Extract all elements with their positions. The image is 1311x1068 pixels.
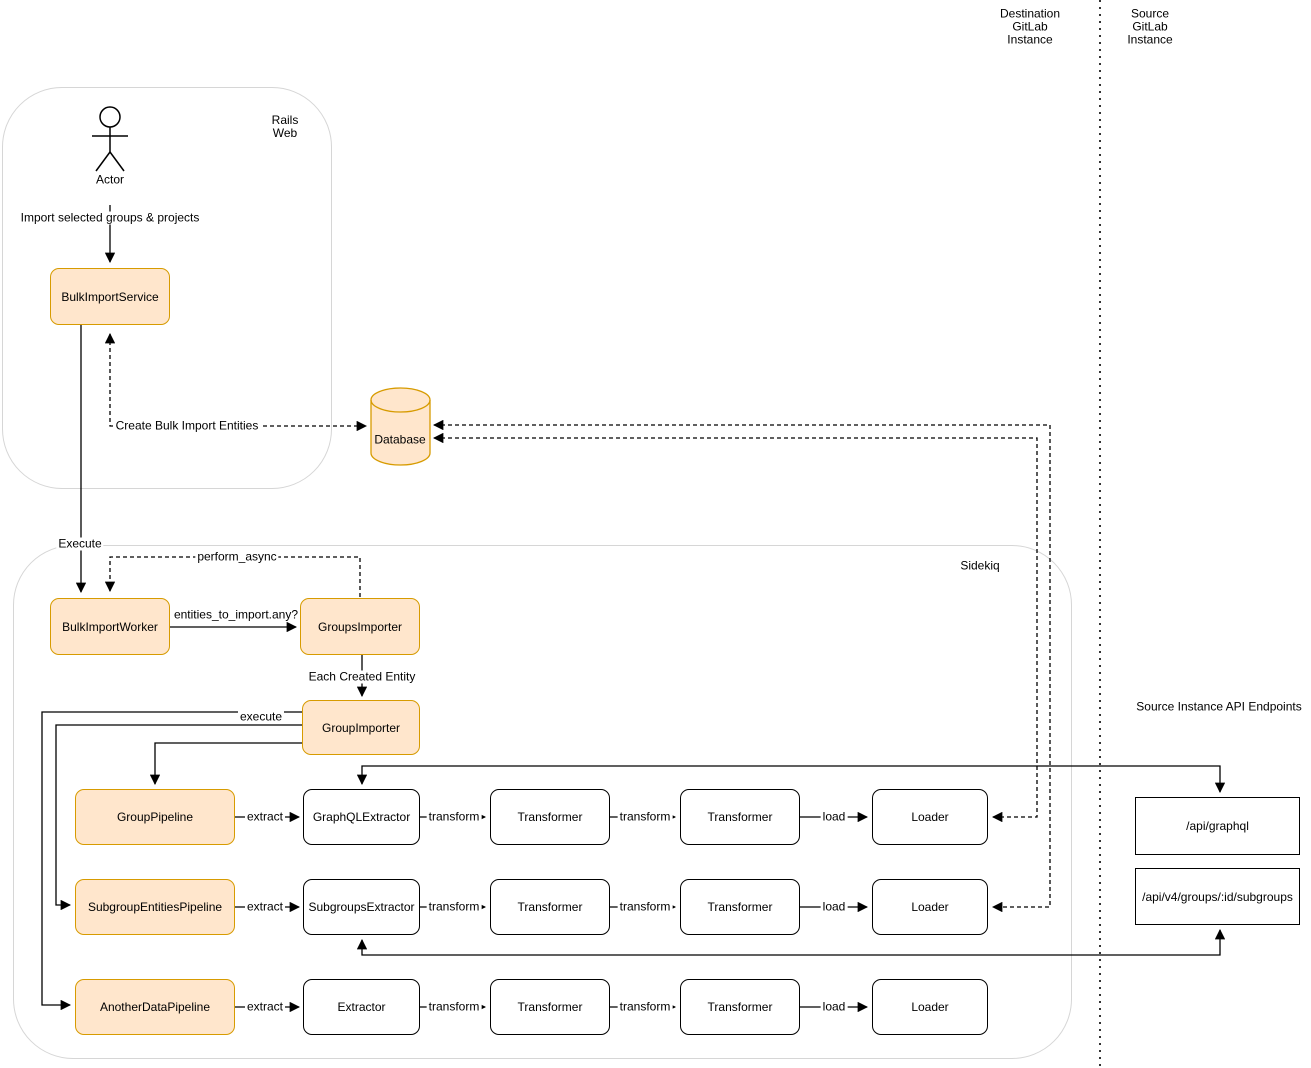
node-api-graphql-endpoint: /api/graphql bbox=[1135, 797, 1300, 855]
edge-label-execute-pipeline: execute bbox=[237, 709, 285, 724]
edge-label-transform-1a: transform bbox=[426, 809, 482, 824]
node-extractor: Extractor bbox=[303, 979, 420, 1035]
actor-icon bbox=[92, 106, 128, 172]
edge-label-create-bulk-import-entities: Create Bulk Import Entities bbox=[113, 418, 261, 433]
source-instance-label: Source GitLab Instance bbox=[1127, 6, 1173, 47]
node-loader-1: Loader bbox=[872, 789, 988, 845]
edge-label-each-created-entity: Each Created Entity bbox=[306, 669, 418, 684]
edge-label-transform-1b: transform bbox=[617, 809, 673, 824]
node-loader-3: Loader bbox=[872, 979, 988, 1035]
node-transformer-3b: Transformer bbox=[680, 979, 800, 1035]
edge-label-load-1: load bbox=[820, 809, 848, 824]
edge-label-load-3: load bbox=[820, 999, 848, 1014]
node-subgroups-extractor: SubgroupsExtractor bbox=[303, 879, 420, 935]
rails-web-container bbox=[2, 87, 332, 489]
edge-label-transform-3b: transform bbox=[617, 999, 673, 1014]
node-transformer-2a: Transformer bbox=[490, 879, 610, 935]
node-api-subgroups-endpoint: /api/v4/groups/:id/subgroups bbox=[1135, 868, 1300, 925]
node-group-importer: GroupImporter bbox=[302, 700, 420, 755]
api-endpoints-title: Source Instance API Endpoints bbox=[1136, 699, 1302, 714]
edge-label-entities-to-import: entities_to_import.any? bbox=[171, 607, 301, 622]
actor-label: Actor bbox=[95, 172, 125, 187]
edge-label-perform-async: perform_async bbox=[195, 549, 279, 564]
node-transformer-1b: Transformer bbox=[680, 789, 800, 845]
node-subgroup-entities-pipeline: SubgroupEntitiesPipeline bbox=[75, 879, 235, 935]
node-transformer-3a: Transformer bbox=[490, 979, 610, 1035]
destination-instance-label: Destination GitLab Instance bbox=[999, 6, 1061, 47]
node-transformer-1a: Transformer bbox=[490, 789, 610, 845]
edge-label-transform-2a: transform bbox=[426, 899, 482, 914]
node-graphql-extractor: GraphQLExtractor bbox=[303, 789, 420, 845]
node-bulk-import-service: BulkImportService bbox=[50, 268, 170, 325]
node-bulk-import-worker: BulkImportWorker bbox=[50, 598, 170, 655]
node-group-pipeline: GroupPipeline bbox=[75, 789, 235, 845]
node-another-data-pipeline: AnotherDataPipeline bbox=[75, 979, 235, 1035]
rails-web-label: Rails Web bbox=[271, 113, 299, 140]
database-label: Database bbox=[374, 432, 426, 447]
edge-label-transform-3a: transform bbox=[426, 999, 482, 1014]
edge-label-execute: Execute bbox=[56, 536, 104, 551]
edge-label-extract-2: extract bbox=[244, 899, 286, 914]
edge-label-transform-2b: transform bbox=[617, 899, 673, 914]
edge-label-extract-3: extract bbox=[244, 999, 286, 1014]
node-groups-importer: GroupsImporter bbox=[300, 598, 420, 655]
sidekiq-label: Sidekiq bbox=[960, 558, 1000, 573]
edge-label-extract-1: extract bbox=[244, 809, 286, 824]
edge-label-load-2: load bbox=[820, 899, 848, 914]
database-cylinder-icon bbox=[370, 387, 431, 466]
edge-label-import-selected: Import selected groups & projects bbox=[18, 210, 202, 225]
node-transformer-2b: Transformer bbox=[680, 879, 800, 935]
node-loader-2: Loader bbox=[872, 879, 988, 935]
